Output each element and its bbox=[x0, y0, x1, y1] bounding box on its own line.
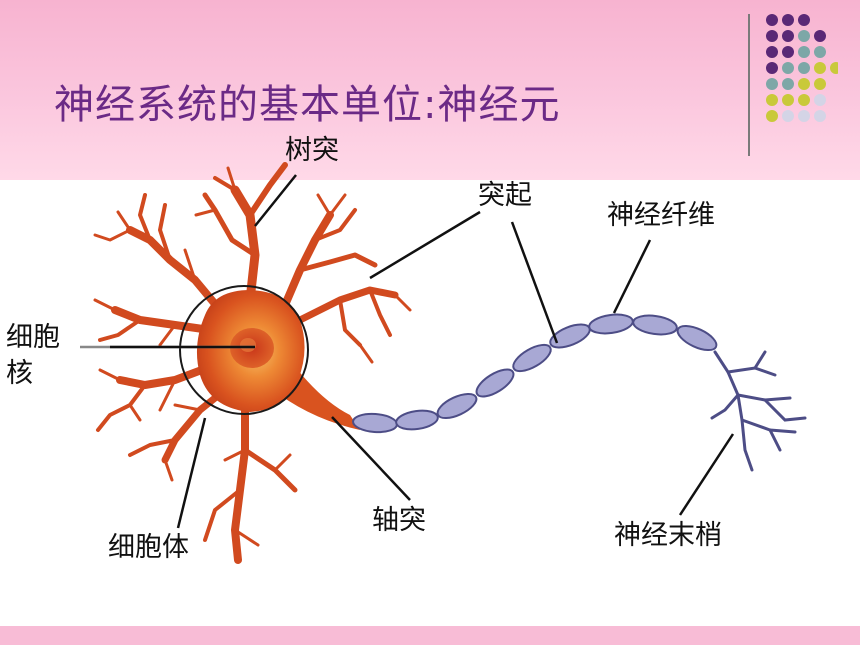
dendrites bbox=[93, 162, 412, 564]
dot-row-2 bbox=[766, 30, 826, 42]
axon-hillock bbox=[280, 360, 360, 430]
label-nucleus-line2: 核 bbox=[6, 358, 33, 389]
label-dendrite: 树突 bbox=[285, 135, 339, 166]
slide-title: 神经系统的基本单位:神经元 bbox=[54, 82, 561, 128]
soma-circle bbox=[179, 285, 309, 415]
label-nucleus-line1: 细胞 bbox=[6, 322, 60, 353]
myelin-sheath bbox=[352, 313, 718, 434]
dot-row-6 bbox=[766, 94, 826, 106]
dot-row-1 bbox=[766, 14, 810, 26]
dot-row-3 bbox=[766, 46, 826, 58]
axon-terminals bbox=[710, 350, 807, 472]
label-nerve-fiber: 神经纤维 bbox=[607, 200, 715, 231]
dot-row-5 bbox=[766, 78, 826, 90]
label-axon: 轴突 bbox=[372, 505, 426, 536]
decorative-divider bbox=[748, 14, 750, 156]
decorative-dot-grid bbox=[766, 14, 838, 122]
dot-row-4 bbox=[766, 62, 838, 74]
dot-row-7 bbox=[766, 110, 826, 122]
leader-lines bbox=[80, 174, 735, 529]
footer-band bbox=[0, 626, 860, 645]
label-process: 突起 bbox=[478, 180, 532, 211]
label-cell-body: 细胞体 bbox=[108, 532, 189, 563]
header-band bbox=[0, 0, 860, 180]
label-nerve-ending: 神经末梢 bbox=[614, 520, 722, 551]
